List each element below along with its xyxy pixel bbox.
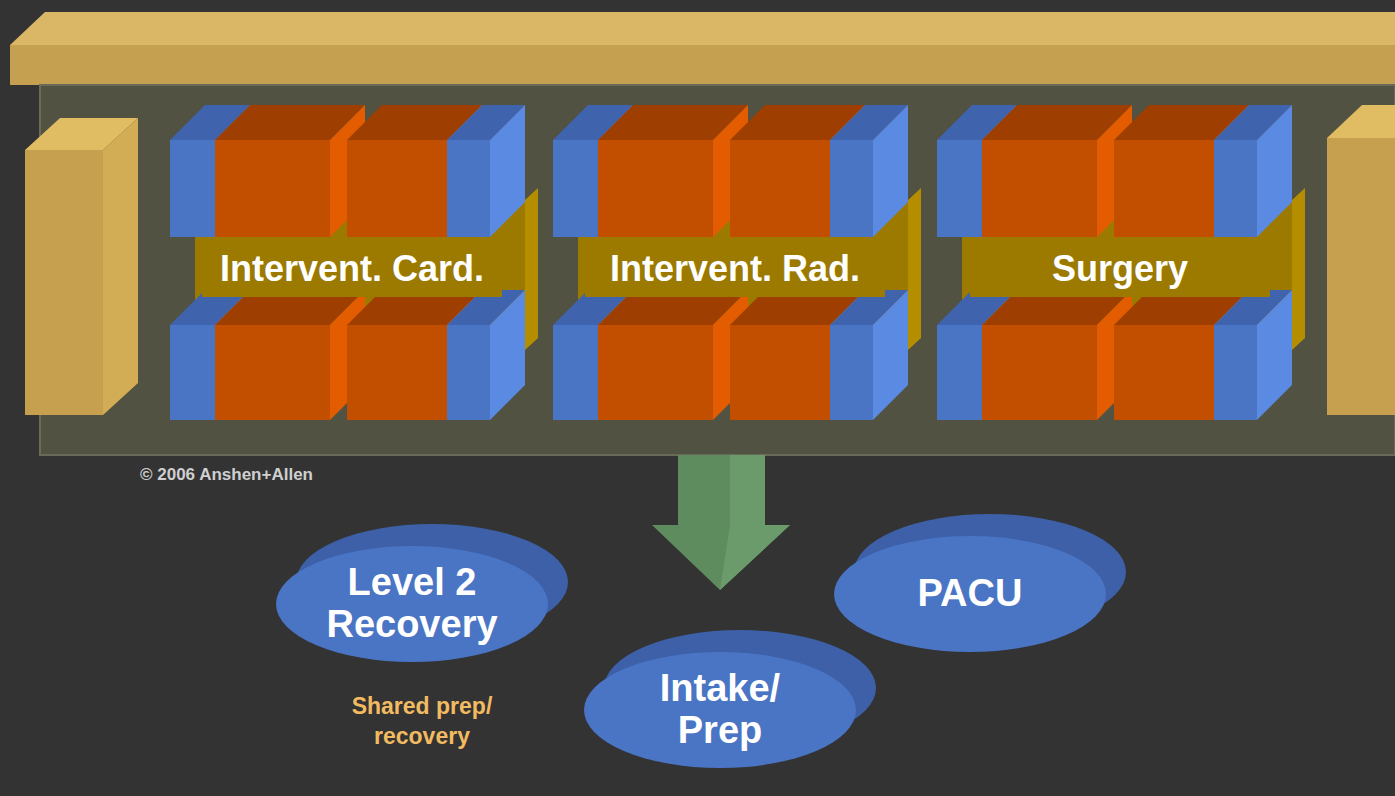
room-block [215,105,365,237]
block-front [170,325,215,420]
band-side [908,188,921,350]
block-side [1257,290,1292,420]
block-front [937,325,982,420]
block-side [490,105,525,237]
support-block [1214,105,1292,237]
block-front [215,325,330,420]
block-side [1257,105,1292,237]
disk-front [276,546,548,662]
department-label: Intervent. Card. [220,251,484,287]
flow-arrow-light [720,455,790,590]
pillar-front [1327,138,1395,415]
support-block [447,290,525,420]
department-band: Intervent. Rad. [585,241,885,297]
block-side [490,290,525,420]
block-front [937,140,982,237]
block-side [873,290,908,420]
block-front [1214,140,1257,237]
area-label: Intake/ Prep [620,660,820,760]
block-front [830,325,873,420]
block-front [982,325,1097,420]
support-block [830,290,908,420]
block-front [730,325,830,420]
support-block [447,105,525,237]
disk-front [834,536,1106,652]
department-label: Surgery [1052,251,1188,287]
room-block [982,290,1132,420]
block-front [598,140,713,237]
block-front [1114,325,1214,420]
room-block [215,290,365,420]
area-disk: Intake/ Prep [580,624,880,774]
block-front [830,140,873,237]
block-front [447,325,490,420]
block-front [730,140,830,237]
support-block [1214,290,1292,420]
band-side [1292,188,1305,350]
block-front [553,325,598,420]
block-front [598,325,713,420]
area-disk: Level 2 Recovery [272,518,572,668]
block-front [1214,325,1257,420]
department-label: Intervent. Rad. [610,251,860,287]
block-side [873,105,908,237]
area-disk: PACU [830,508,1130,658]
flow-arrow [652,455,790,590]
block-front [447,140,490,237]
block-front [553,140,598,237]
pillar-front [25,150,103,415]
support-block [830,105,908,237]
department-band: Intervent. Card. [202,241,502,297]
platform-panel [40,85,1395,455]
block-front [982,140,1097,237]
block-front [215,140,330,237]
pillar-top [1327,105,1395,138]
band-side [525,188,538,350]
disk-front [584,652,856,768]
area-label: PACU [870,544,1070,644]
block-front [1114,140,1214,237]
block-front [347,325,447,420]
department-band: Surgery [970,241,1270,297]
pillar-side [103,118,138,415]
room-block [598,290,748,420]
beam-top [10,12,1395,45]
room-block [598,105,748,237]
room-block [982,105,1132,237]
block-front [347,140,447,237]
note-label: Shared prep/ recovery [322,692,522,752]
copyright-note: © 2006 Anshen+Allen [140,464,400,486]
beam-front [10,45,1395,85]
area-label: Level 2 Recovery [312,554,512,654]
block-front [170,140,215,237]
